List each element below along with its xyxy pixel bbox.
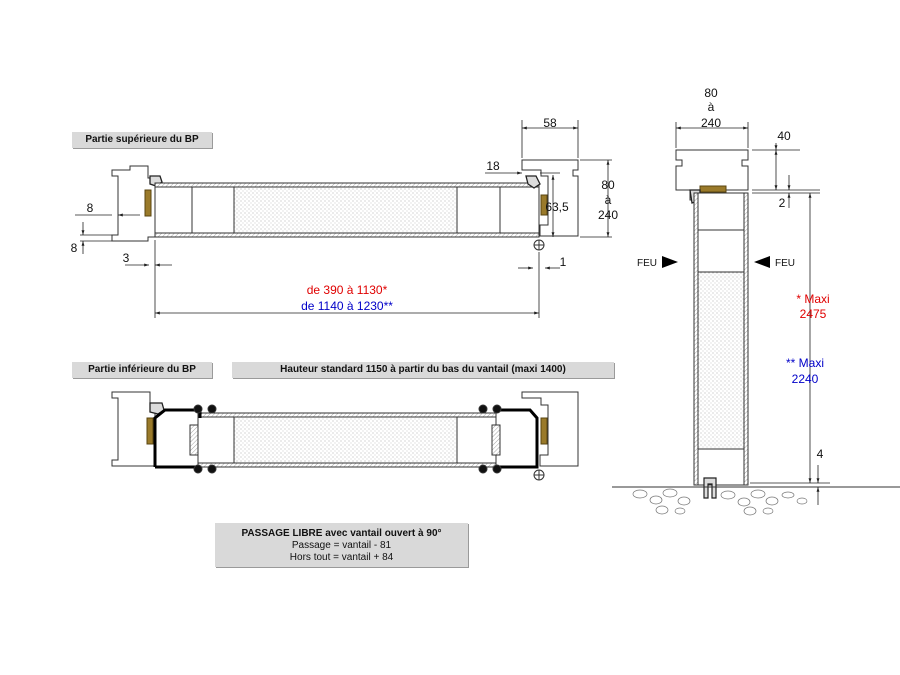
- top-plan-view: [111, 159, 579, 251]
- left-seal-bottom: [146, 417, 154, 445]
- dim-240-section: 240: [701, 116, 721, 130]
- fire-side-arrows: [662, 256, 770, 268]
- dim-240-top: 240: [598, 208, 618, 222]
- feu-right: FEU: [775, 258, 795, 269]
- right-hinge-top: [525, 175, 541, 189]
- feu-left: FEU: [637, 258, 657, 269]
- dim-80-section: 80: [704, 86, 718, 100]
- gravel: [632, 488, 808, 516]
- dim-a-section: à: [708, 100, 715, 114]
- top-dimensions: [75, 120, 612, 318]
- closer-profile-right: [496, 408, 539, 469]
- passage-line-2: Hors tout = vantail + 84: [289, 552, 394, 563]
- dim-8-b: 8: [71, 241, 78, 255]
- left-seal-top: [144, 189, 152, 217]
- dim-80-top: 80: [601, 178, 615, 192]
- insulation-core-section: [697, 271, 745, 450]
- dim-4: 4: [817, 447, 824, 461]
- width-range-red: de 390 à 1130*: [307, 283, 388, 297]
- top-part-label: Partie supérieure du BP: [72, 132, 212, 148]
- head-seal: [699, 185, 727, 193]
- section-dimension-texts: 80 à 240 40 2 4 * Maxi 2475 ** Maxi 2240…: [637, 86, 830, 461]
- left-frame-top: [111, 165, 156, 242]
- dim-63: 63,5: [545, 200, 569, 214]
- maxi-red-label: * Maxi: [796, 292, 829, 306]
- insulation-core-top: [233, 186, 458, 234]
- passage-title: PASSAGE LIBRE avec vantail ouvert à 90°: [241, 528, 442, 539]
- dim-58: 58: [543, 116, 557, 130]
- section-view: [612, 149, 900, 516]
- dim-a-top: à: [605, 193, 612, 207]
- fire-arrow-right: [754, 256, 770, 268]
- dim-40: 40: [777, 129, 791, 143]
- passage-line-1: Passage = vantail - 81: [291, 540, 392, 551]
- maxi-blue-value: 2240: [792, 372, 819, 386]
- right-seal-bottom: [540, 417, 548, 445]
- right-frame-bottom: [521, 391, 579, 467]
- dim-1: 1: [560, 255, 567, 269]
- width-range-blue: de 1140 à 1230**: [301, 299, 393, 313]
- left-frame-bottom: [111, 391, 156, 467]
- right-frame-top: [521, 159, 579, 237]
- passage-info-box: PASSAGE LIBRE avec vantail ouvert à 90° …: [215, 523, 468, 567]
- dim-18: 18: [486, 159, 500, 173]
- right-seal-top: [540, 194, 548, 216]
- top-dimension-texts: 58 18 63,5 80 à 240 8 8 3 1 de 390 à 113…: [71, 116, 619, 313]
- bottom-plan-view: [111, 391, 579, 481]
- bottom-part-label: Partie inférieure du BP: [72, 362, 212, 378]
- maxi-red-value: 2475: [800, 307, 827, 321]
- dim-3: 3: [123, 251, 130, 265]
- fire-arrow-left: [662, 256, 678, 268]
- maxi-blue-label: ** Maxi: [786, 356, 824, 370]
- dim-8-a: 8: [87, 201, 94, 215]
- threshold-seal: [703, 477, 717, 499]
- dim-2: 2: [779, 196, 786, 210]
- section-dimensions: [675, 122, 830, 505]
- standard-height-label: Hauteur standard 1150 à partir du bas du…: [232, 362, 614, 378]
- insulation-core-bottom: [233, 416, 458, 464]
